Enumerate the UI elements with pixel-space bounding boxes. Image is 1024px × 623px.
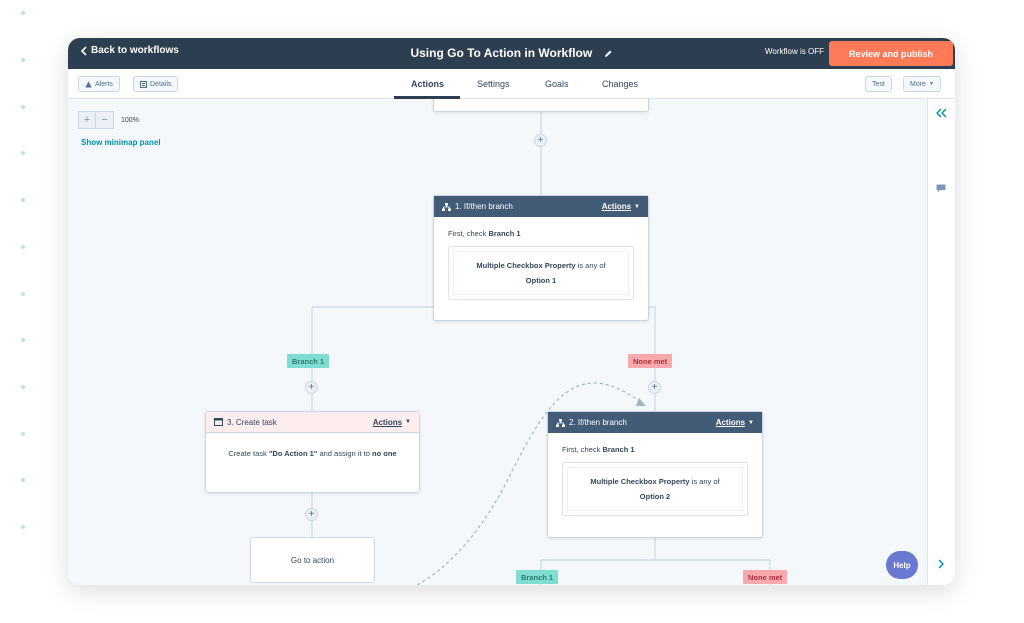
caret-down-icon: ▼	[928, 81, 934, 87]
tab-actions[interactable]: Actions	[411, 79, 445, 89]
card-body: First, check Branch 1 Multiple Checkbox …	[548, 433, 762, 526]
condition-property: Multiple Checkbox Property	[590, 477, 690, 486]
card-title-text: 3. Create task	[227, 417, 277, 427]
condition-operator: is any of	[577, 261, 606, 270]
condition-operator: is any of	[691, 477, 720, 486]
details-icon	[140, 80, 147, 88]
condition-value: Option 1	[525, 276, 557, 285]
tab-goals[interactable]: Goals	[545, 79, 569, 89]
more-button[interactable]: More ▼	[903, 76, 941, 92]
workflow-title-text: Using Go To Action in Workflow	[410, 46, 593, 60]
if-then-branch-2-card[interactable]: 2. If/then branch Actions ▼ First, check…	[547, 411, 763, 538]
add-action-button[interactable]: +	[305, 508, 318, 521]
card-header: 1. If/then branch Actions ▼	[434, 196, 648, 217]
right-side-panel	[927, 99, 955, 585]
card-body: First, check Branch 1 Multiple Checkbox …	[434, 217, 648, 310]
branch-1-label[interactable]: Branch 1	[287, 354, 330, 368]
task-description: Create task "Do Action 1" and assign it …	[228, 449, 397, 458]
test-button[interactable]: Test	[865, 76, 892, 92]
alerts-button[interactable]: Alerts	[78, 76, 120, 92]
card-header: 3. Create task Actions ▼	[206, 412, 419, 433]
create-task-card[interactable]: 3. Create task Actions ▼ Create task "Do…	[205, 411, 420, 493]
details-button[interactable]: Details	[133, 76, 179, 92]
if-then-branch-1-card[interactable]: 1. If/then branch Actions ▼ First, check…	[433, 195, 649, 321]
condition-property: Multiple Checkbox Property	[476, 261, 576, 270]
caret-down-icon: ▼	[748, 419, 754, 426]
add-action-button[interactable]: +	[534, 134, 547, 147]
none-met-label[interactable]: None met	[628, 354, 673, 368]
zoom-in-button[interactable]: +	[78, 111, 96, 129]
chevron-left-icon	[80, 45, 87, 56]
more-label: More	[910, 80, 926, 88]
previous-action-card[interactable]	[433, 99, 649, 112]
card-title: 2. If/then branch	[556, 418, 716, 427]
decorative-dots	[21, 0, 29, 623]
branch-icon	[556, 418, 565, 427]
zoom-out-button[interactable]: −	[96, 111, 114, 129]
goto-dashed-arrow	[415, 382, 644, 585]
go-to-action-card[interactable]: Go to action	[250, 537, 375, 583]
check-text: First, check Branch 1	[448, 229, 521, 238]
actions-dropdown[interactable]: Actions	[601, 202, 632, 211]
details-label: Details	[150, 80, 172, 88]
zoom-controls: + − 100%	[78, 111, 139, 129]
tab-changes[interactable]: Changes	[602, 79, 639, 89]
active-tab-indicator	[394, 96, 460, 99]
none-met-label[interactable]: None met	[743, 570, 788, 584]
branch-icon	[442, 202, 451, 211]
show-minimap-link[interactable]: Show minimap panel	[81, 138, 161, 147]
card-header: 2. If/then branch Actions ▼	[548, 412, 762, 433]
condition-value: Option 2	[639, 492, 671, 501]
zoom-level: 100%	[121, 116, 139, 124]
task-icon	[214, 418, 223, 426]
card-title-text: 1. If/then branch	[455, 202, 513, 211]
caret-down-icon: ▼	[634, 203, 640, 210]
condition-box: Multiple Checkbox Property is any of Opt…	[448, 246, 634, 300]
workflow-title[interactable]: Using Go To Action in Workflow	[68, 46, 955, 61]
top-bar: Back to workflows Using Go To Action in …	[68, 38, 955, 69]
actions-dropdown[interactable]: Actions	[372, 417, 403, 427]
branch-1-label[interactable]: Branch 1	[516, 570, 559, 584]
check-text: First, check Branch 1	[562, 445, 635, 454]
workflow-editor-window: Back to workflows Using Go To Action in …	[68, 38, 955, 585]
connector-lines	[311, 99, 771, 585]
workflow-status: Workflow is OFF	[765, 47, 824, 56]
double-chevron-left-icon[interactable]	[936, 108, 947, 118]
comment-icon[interactable]	[936, 184, 946, 193]
toolbar: Alerts Details Actions Settings Goals Ch…	[68, 69, 955, 99]
card-title-text: 2. If/then branch	[569, 418, 627, 427]
chevron-right-icon[interactable]	[938, 559, 945, 569]
alerts-label: Alerts	[95, 80, 113, 88]
back-to-workflows-link[interactable]: Back to workflows	[80, 45, 179, 56]
card-title: 1. If/then branch	[442, 202, 602, 211]
review-and-publish-button[interactable]: Review and publish	[829, 41, 953, 66]
actions-dropdown[interactable]: Actions	[715, 418, 746, 427]
back-label: Back to workflows	[91, 45, 179, 56]
caret-down-icon: ▼	[405, 419, 411, 425]
add-action-button[interactable]: +	[648, 381, 661, 394]
warning-icon	[85, 81, 92, 87]
add-action-button[interactable]: +	[305, 381, 318, 394]
help-button[interactable]: Help	[886, 551, 918, 579]
condition-box: Multiple Checkbox Property is any of Opt…	[562, 462, 748, 516]
pencil-icon[interactable]	[604, 47, 613, 61]
tab-settings[interactable]: Settings	[477, 79, 510, 89]
card-title: 3. Create task	[214, 418, 373, 427]
workflow-canvas[interactable]: + − 100% Show minimap panel + 1. If/then…	[68, 99, 927, 585]
